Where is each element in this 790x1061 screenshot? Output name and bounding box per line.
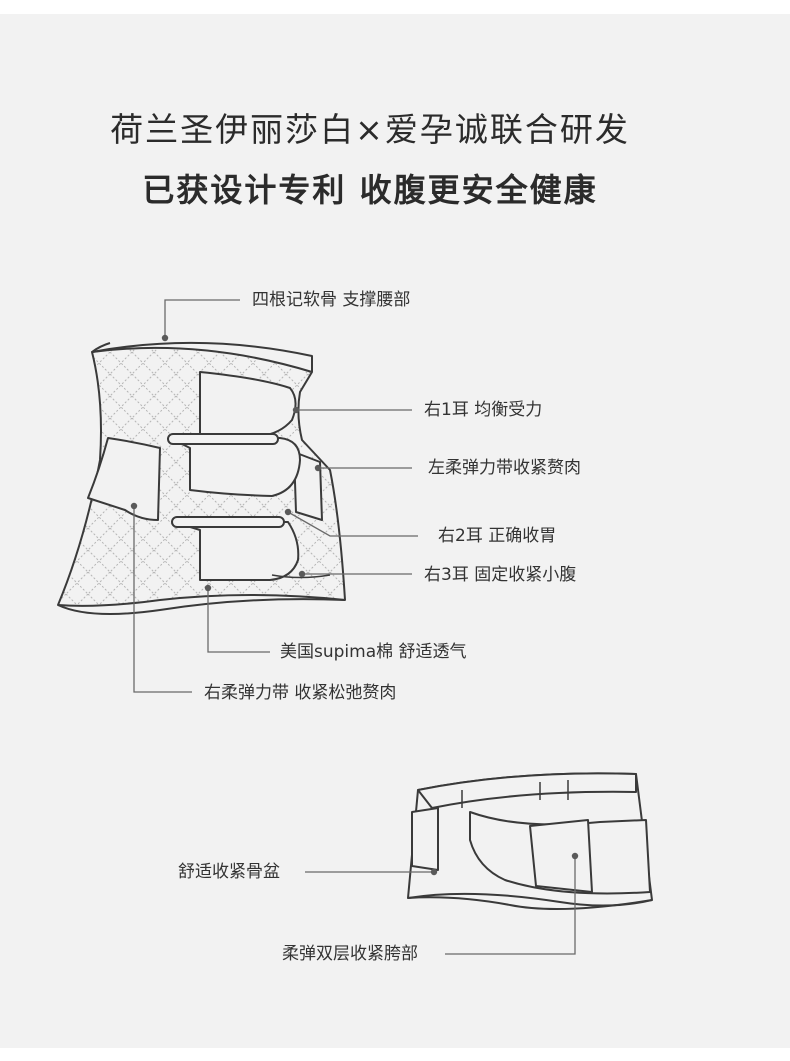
label-ear-right-1: 右1耳 均衡受力 bbox=[424, 400, 543, 420]
label-cotton: 美国supima棉 舒适透气 bbox=[280, 642, 467, 662]
headline-line-2: 已获设计专利 收腹更安全健康 bbox=[142, 171, 598, 209]
label-left-band: 左柔弹力带收紧赘肉 bbox=[428, 458, 581, 478]
headline-line-1: 荷兰圣伊丽莎白×爱孕诚联合研发 bbox=[110, 110, 630, 149]
label-stays: 四根记软骨 支撑腰部 bbox=[252, 290, 411, 310]
label-ear-right-2: 右2耳 正确收胃 bbox=[438, 526, 557, 546]
pelvic-belt-illustration bbox=[407, 772, 653, 910]
leader-lines-bottom bbox=[305, 856, 576, 955]
label-right-band: 右柔弹力带 收紧松弛赘肉 bbox=[204, 683, 397, 703]
leader-dots-top bbox=[130, 334, 322, 592]
leader-dots-bottom bbox=[430, 852, 579, 876]
label-ear-right-3: 右3耳 固定收紧小腹 bbox=[424, 565, 577, 585]
left-elastic-panel bbox=[87, 437, 161, 521]
ear-1 bbox=[169, 437, 301, 497]
ear-2 bbox=[173, 521, 300, 581]
leader-lines-top bbox=[133, 299, 418, 693]
label-pelvis: 舒适收紧骨盆 bbox=[178, 862, 280, 882]
maternity-belt-illustration bbox=[57, 341, 346, 615]
label-hip: 柔弹双层收紧胯部 bbox=[282, 944, 418, 964]
